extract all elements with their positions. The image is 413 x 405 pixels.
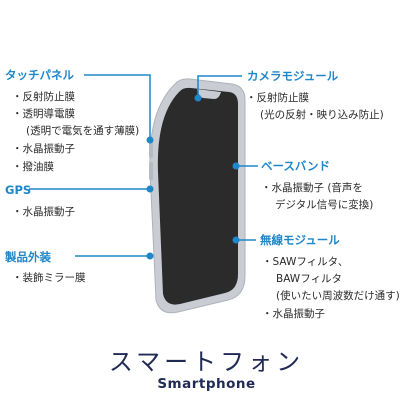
title-english: Smartphone [157,376,256,392]
phone-notch [197,89,221,99]
side-button [149,162,153,180]
touch-panel-item: 水晶振動子 [12,142,76,156]
case-label: 製品外装 [5,250,51,264]
gps-label: GPS [5,183,32,197]
wireless-module-item: SAWフィルタ、 [262,255,349,269]
touch-panel-item: 反射防止膜 [12,90,76,104]
wireless-module-item-cont: BAWフィルタ [276,273,342,285]
title-japanese: スマートフォン [108,348,305,376]
touch-panel-label: タッチパネル [5,68,74,82]
wireless-module-label: 無線モジュール [260,233,340,247]
camera-module-item: 反射防止膜 [246,91,310,105]
baseband-item: 水晶振動子 (音声を [261,181,363,195]
wireless-module-item-note: (使いたい周波数だけ通す) [276,290,400,302]
case-item: 装飾ミラー膜 [12,271,86,285]
connector-dots [146,94,240,260]
side-button [149,140,153,158]
touch-panel-item-note: (透明で電気を通す薄膜) [26,125,140,137]
gps-item: 水晶振動子 [12,205,76,219]
camera-module-item-note: (光の反射・映り込み防止) [260,109,384,121]
phone-screen [157,87,238,305]
touch-panel-item: 透明導電膜 [12,107,76,121]
baseband-label: ベースバンド [261,159,330,173]
connector-lines [29,74,258,257]
baseband-item-note: デジタル信号に変換) [275,199,374,211]
camera-module-label: カメラモジュール [247,69,339,83]
wireless-module-item: 水晶振動子 [262,307,326,321]
touch-panel-item: 撥油膜 [12,160,55,174]
